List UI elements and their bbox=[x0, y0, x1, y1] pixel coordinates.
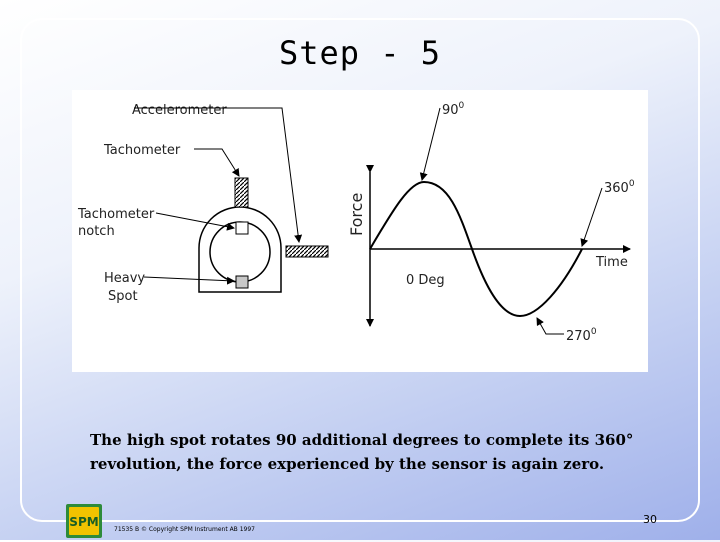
label-tachometer-notch-1: Tachometer bbox=[77, 207, 155, 222]
leader-heavy-spot bbox=[143, 276, 235, 285]
label-0-deg: 0 Deg bbox=[406, 273, 445, 288]
accelerometer-sensor bbox=[285, 245, 329, 258]
tachometer-notch bbox=[235, 221, 249, 235]
svg-text:SPM: SPM bbox=[69, 515, 98, 529]
tachometer-sensor bbox=[234, 177, 249, 208]
label-tachometer: Tachometer bbox=[103, 143, 181, 158]
leader-tachometer bbox=[194, 148, 240, 177]
slide-title: Step - 5 bbox=[278, 34, 442, 72]
label-accelerometer: Accelerometer bbox=[132, 103, 227, 118]
label-heavy-spot-1: Heavy bbox=[104, 271, 145, 286]
label-270: 2700 bbox=[566, 327, 597, 344]
heavy-spot bbox=[235, 275, 249, 289]
force-waveform bbox=[369, 180, 583, 318]
spm-logo: SPM bbox=[66, 504, 102, 538]
label-tachometer-notch-2: notch bbox=[78, 224, 115, 239]
leader-accelerometer bbox=[134, 107, 303, 243]
label-heavy-spot-2: Spot bbox=[108, 289, 138, 304]
leader-notch bbox=[155, 212, 235, 231]
caption-line-2: revolution, the force experienced by the… bbox=[90, 455, 605, 473]
diagram-svg: Accelerometer Tachometer Tachometer notc… bbox=[77, 101, 635, 344]
label-force-axis: Force bbox=[347, 193, 366, 236]
label-90: 900 bbox=[442, 101, 465, 118]
label-360: 3600 bbox=[604, 179, 635, 196]
caption: The high spot rotates 90 additional degr… bbox=[90, 428, 650, 476]
pointer-270 bbox=[536, 317, 564, 335]
slide-frame bbox=[20, 18, 700, 522]
pointer-360 bbox=[580, 187, 603, 247]
diagram-image: Accelerometer Tachometer Tachometer notc… bbox=[72, 90, 648, 372]
page-number: 30 bbox=[643, 513, 657, 526]
label-time-axis: Time bbox=[595, 255, 628, 270]
copyright-text: 71535 B © Copyright SPM Instrument AB 19… bbox=[114, 526, 255, 533]
pointer-90 bbox=[419, 107, 441, 181]
caption-line-1: The high spot rotates 90 additional degr… bbox=[90, 431, 634, 449]
